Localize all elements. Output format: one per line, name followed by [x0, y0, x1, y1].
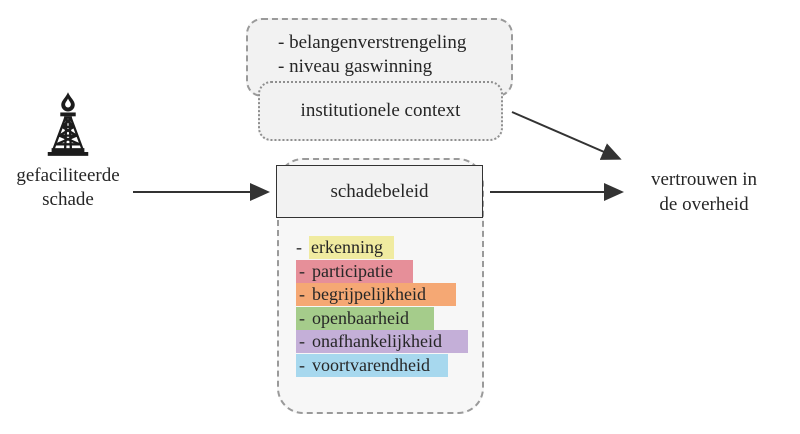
outcome-label: de overheid — [659, 194, 749, 215]
policy-aspects-list: -erkenning -participatie -begrijpelijkhe… — [277, 236, 484, 377]
aspect-label: openbaarheid — [312, 307, 409, 328]
source-node: gefaciliteerde schade — [0, 90, 136, 212]
source-label: gefaciliteerde — [16, 165, 120, 186]
highlight: -voortvarendheid — [296, 353, 448, 377]
list-item: -participatie — [296, 259, 484, 284]
policy-box: schadebeleid — [276, 165, 483, 218]
list-item: -onafhankelijkheid — [296, 330, 484, 354]
source-label: schade — [42, 189, 94, 210]
aspect-label: participatie — [312, 260, 393, 281]
aspect-label: onafhankelijkheid — [312, 331, 442, 351]
bullet: - — [296, 237, 302, 257]
bullet: - — [299, 331, 305, 351]
factor-item: - niveau gaswinning — [278, 56, 433, 77]
bullet: - — [299, 284, 305, 304]
bullet: - — [299, 260, 305, 281]
factor-item: - belangenverstrengeling — [278, 32, 467, 53]
highlight: -begrijpelijkheid — [296, 283, 456, 306]
policy-box-label: schadebeleid — [330, 180, 429, 202]
list-item: -begrijpelijkheid — [296, 283, 484, 307]
highlight: -participatie — [296, 259, 413, 283]
gas-derrick-icon — [47, 92, 89, 156]
outcome-label: vertrouwen in — [650, 169, 758, 190]
bullet: - — [299, 354, 305, 375]
list-item: -erkenning — [296, 236, 484, 260]
outcome-node: vertrouwen in de overheid — [636, 167, 772, 217]
highlight: erkenning — [309, 236, 394, 259]
highlight: -openbaarheid — [296, 306, 434, 330]
highlight: -onafhankelijkheid — [296, 330, 468, 353]
bullet: - — [299, 307, 305, 328]
arrow-context-to-outcome — [511, 111, 622, 160]
aspect-label: begrijpelijkheid — [312, 284, 426, 304]
list-item: -openbaarheid — [296, 306, 484, 331]
institutional-context-label: institutionele context — [300, 100, 461, 121]
institutional-context-box: institutionele context — [258, 81, 503, 141]
aspect-label: erkenning — [311, 237, 383, 257]
list-item: -voortvarendheid — [296, 353, 484, 378]
aspect-label: voortvarendheid — [312, 354, 430, 375]
